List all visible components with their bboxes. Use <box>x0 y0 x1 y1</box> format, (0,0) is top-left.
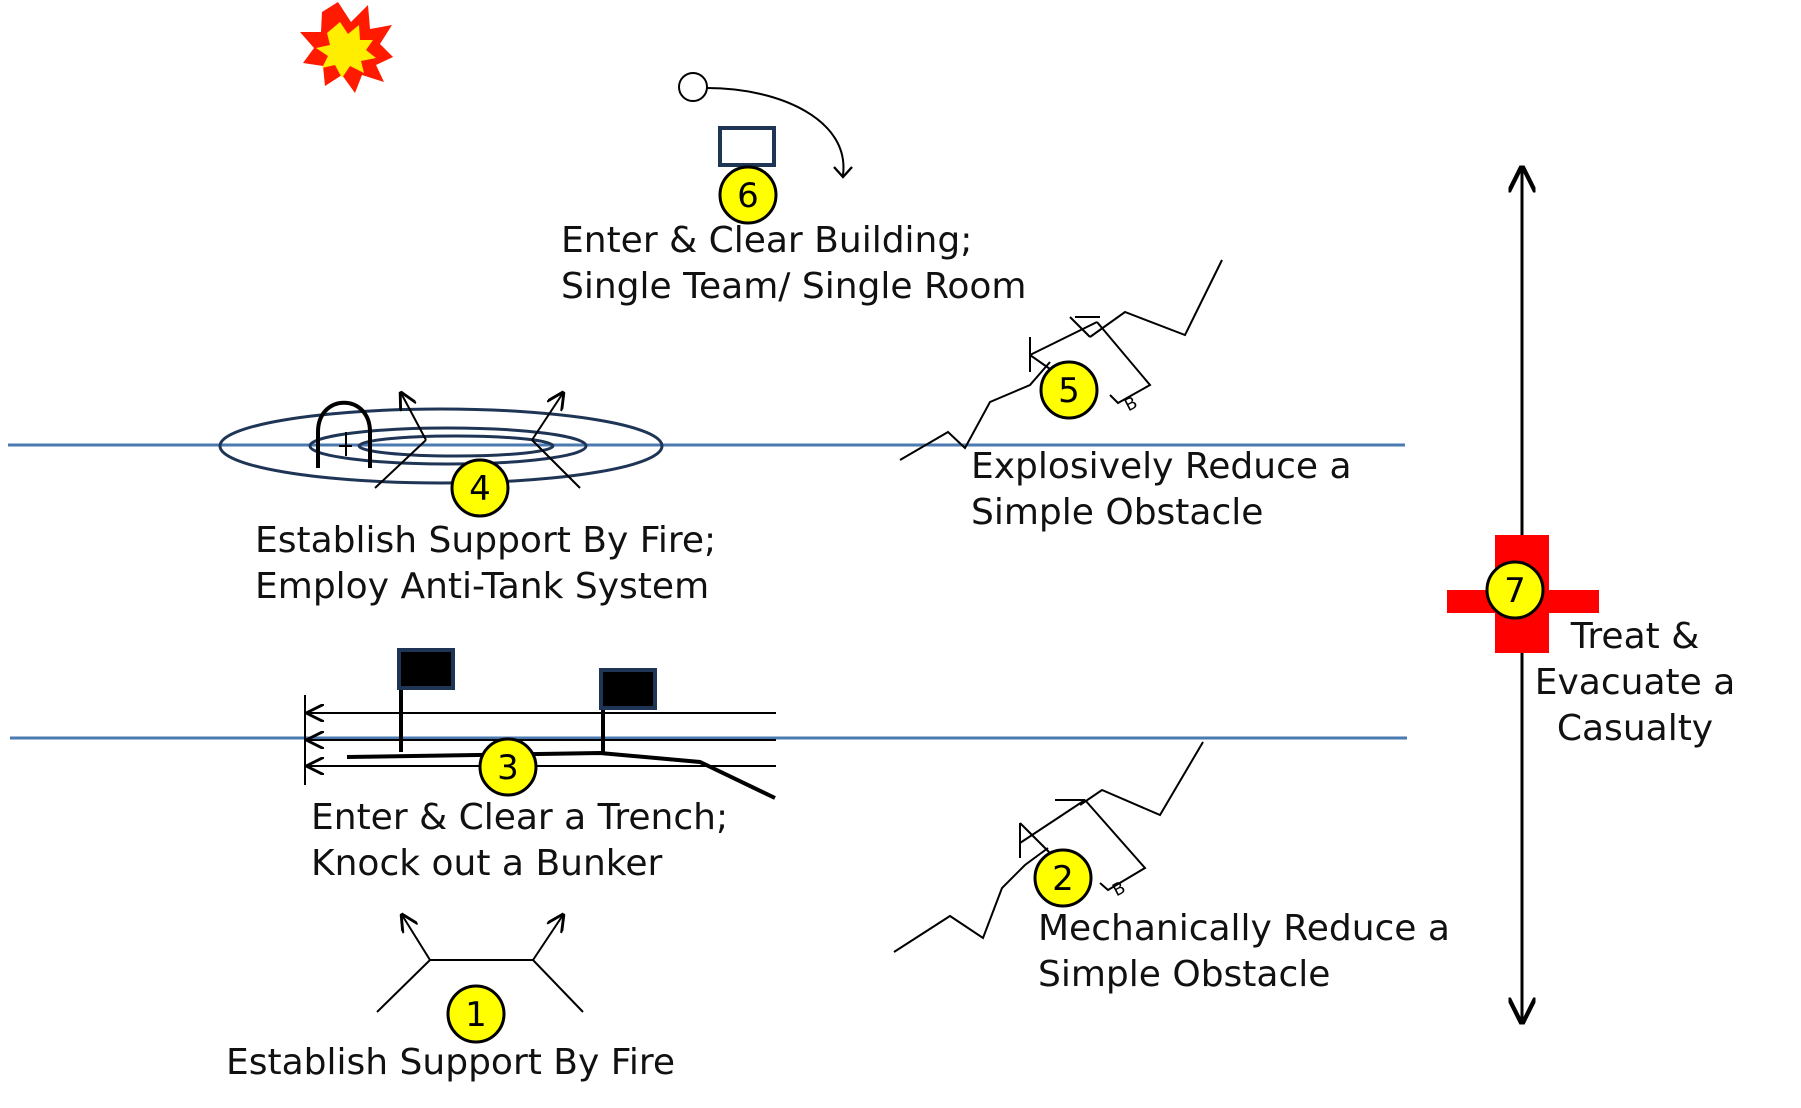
drill-6-line-2: Single Team/ Single Room <box>561 266 1027 307</box>
building-icon <box>718 126 776 167</box>
drill-7-line-1: Treat & <box>1570 616 1700 657</box>
drill-5-line-1: Explosively Reduce a <box>971 446 1352 487</box>
svg-text:2: 2 <box>1052 859 1074 899</box>
drill-3-line-2: Knock out a Bunker <box>311 843 663 884</box>
drill-badge-1: 1 <box>446 984 506 1044</box>
explosion-icon <box>300 2 393 93</box>
svg-text:3: 3 <box>497 748 519 788</box>
entry-arrow <box>706 87 845 176</box>
drill-5-label: Explosively Reduce a Simple Obstacle <box>971 444 1352 536</box>
drill-6-label: Enter & Clear Building; Single Team/ Sin… <box>561 218 1026 310</box>
drill-badge-4: 4 <box>450 458 510 518</box>
drill-7-line-2: Evacuate a <box>1534 662 1736 703</box>
drill-badge-6: 6 <box>718 165 778 225</box>
drill-5-line-2: Simple Obstacle <box>971 492 1264 533</box>
drill-badge-2: 2 <box>1033 848 1093 908</box>
drill-2-label: Mechanically Reduce a Simple Obstacle <box>1038 906 1450 998</box>
drill-3-label: Enter & Clear a Trench; Knock out a Bunk… <box>311 795 728 887</box>
svg-text:1: 1 <box>465 995 487 1035</box>
drill-6-line-1: Enter & Clear Building; <box>561 220 973 261</box>
svg-text:7: 7 <box>1504 571 1526 611</box>
building-entry-symbol <box>678 72 853 179</box>
drill-7-label: Treat & Evacuate a Casualty <box>1520 614 1750 752</box>
svg-text:6: 6 <box>737 176 759 216</box>
drill-2-line-1: Mechanically Reduce a <box>1038 908 1450 949</box>
bunker-flag-left <box>397 648 455 690</box>
anti-tank-weapon-icon <box>316 400 372 468</box>
drill-7-line-3: Casualty <box>1556 708 1714 749</box>
obstacle-marker-lower: B <box>1109 878 1129 901</box>
svg-text:4: 4 <box>469 469 491 509</box>
drill-4-line-2: Employ Anti-Tank System <box>255 566 710 607</box>
drill-2-line-2: Simple Obstacle <box>1038 954 1331 995</box>
obstacle-marker-upper: B <box>1121 393 1141 416</box>
drill-badge-7: 7 <box>1485 560 1545 620</box>
support-by-fire-symbol <box>376 915 584 1013</box>
anti-tank-engagement-symbol <box>218 393 664 489</box>
drill-badge-5: 5 <box>1039 360 1099 420</box>
drill-badge-3: 3 <box>478 737 538 797</box>
team-start-circle <box>678 72 708 102</box>
trench-clearing-symbol <box>304 648 776 800</box>
entry-arrow-head <box>833 166 853 179</box>
trench-line <box>346 750 776 800</box>
drill-1-line-1: Establish Support By Fire <box>226 1042 675 1083</box>
drill-4-label: Establish Support By Fire; Employ Anti-T… <box>255 518 716 610</box>
drill-3-line-1: Enter & Clear a Trench; <box>311 797 729 838</box>
svg-text:5: 5 <box>1058 371 1080 411</box>
bunker-flag-right <box>599 668 657 710</box>
drill-4-line-1: Establish Support By Fire; <box>255 520 717 561</box>
drill-1-label: Establish Support By Fire <box>226 1040 675 1086</box>
